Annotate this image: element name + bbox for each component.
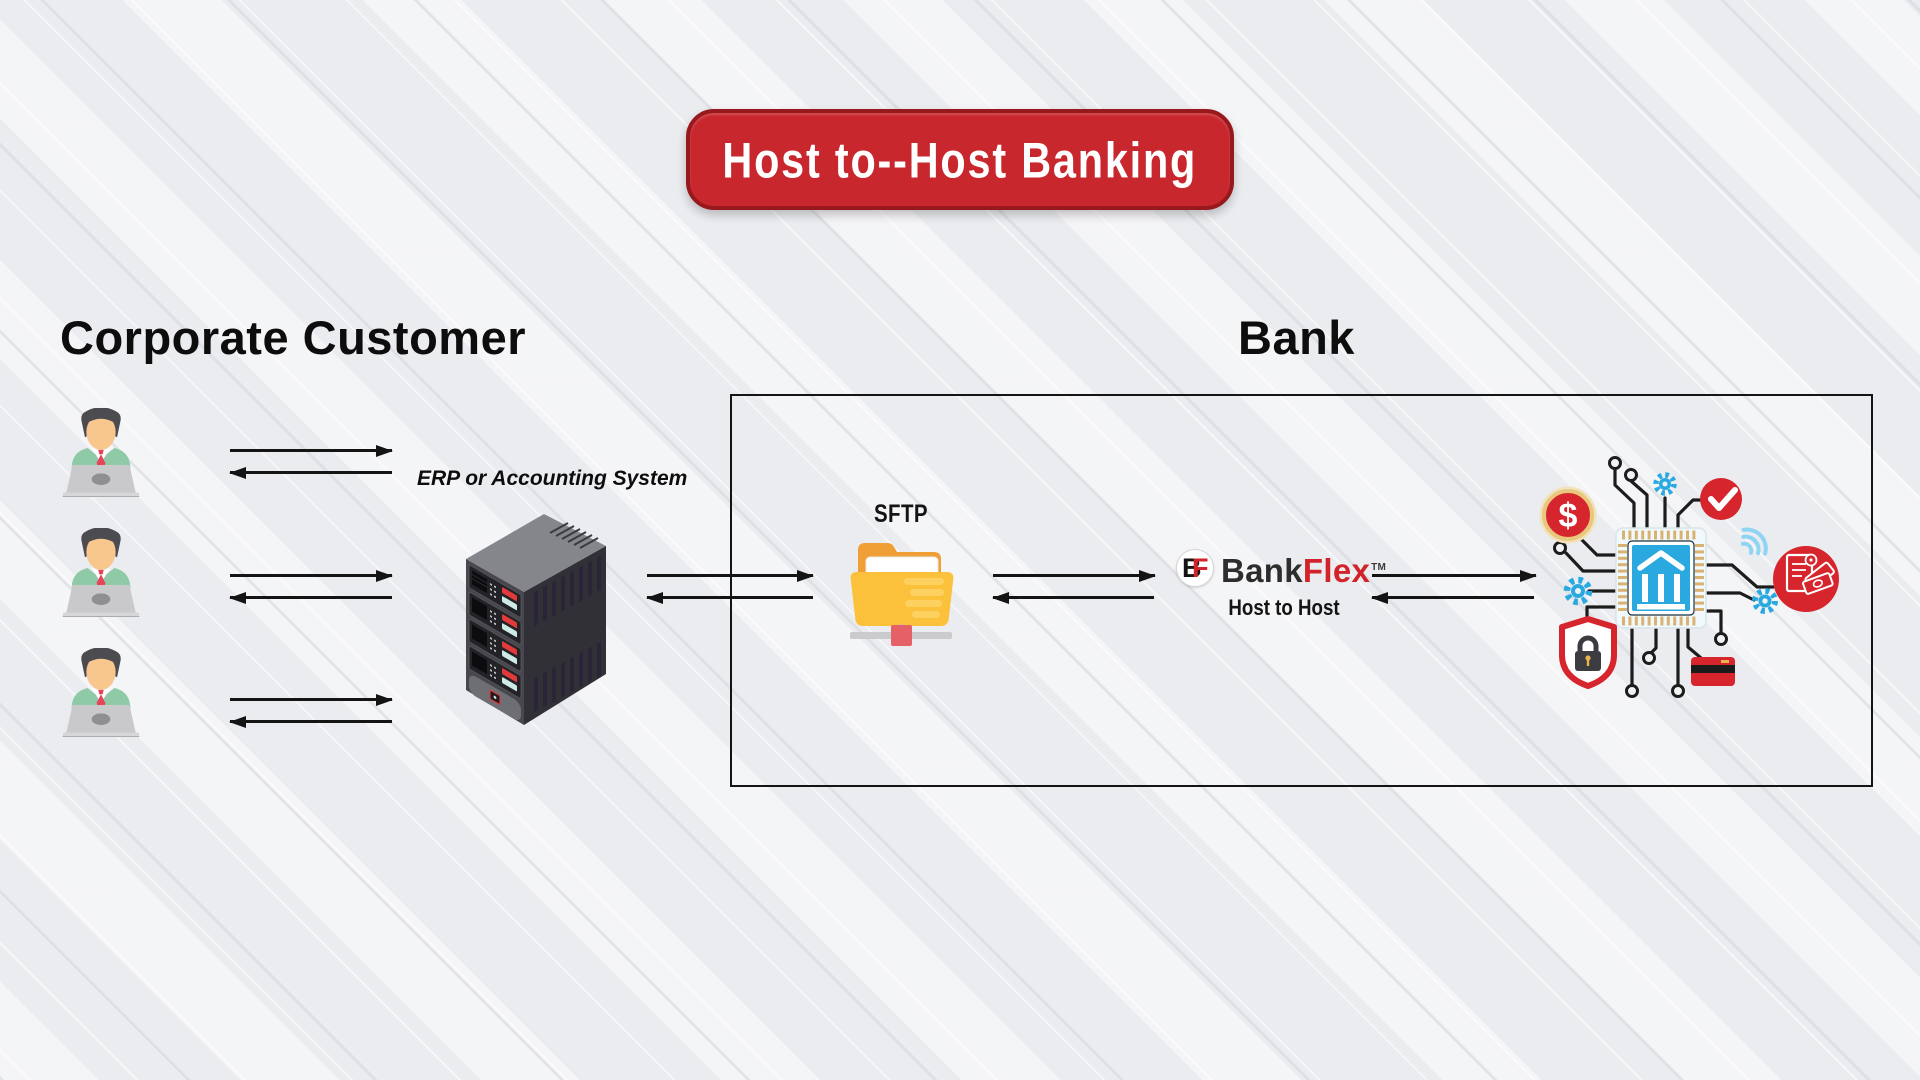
sftp-label: SFTP xyxy=(873,500,929,528)
bank-heading: Bank xyxy=(1238,311,1355,364)
sftp-folder-icon xyxy=(850,543,954,646)
corporate-customer-heading: Corporate Customer xyxy=(60,311,527,364)
arrow-left-icon xyxy=(230,471,392,474)
circuit-node-icon xyxy=(1553,456,1728,698)
arrow-left-icon xyxy=(230,720,392,723)
arrow-right-icon xyxy=(647,574,813,577)
bankflex-logo: B F BankFlexTM xyxy=(1176,549,1386,590)
bankflex-wordmark: BankFlexTM xyxy=(1221,549,1386,590)
trademark-label: TM xyxy=(1371,562,1387,573)
arrow-right-icon xyxy=(230,574,392,577)
host-to-host-label: Host to Host xyxy=(1228,595,1340,620)
corporate-user-icon xyxy=(62,408,140,497)
arrow-left-icon xyxy=(1372,596,1534,599)
corporate-user-icon xyxy=(62,648,140,737)
monogram-f: F xyxy=(1192,553,1209,583)
credit-card-icon xyxy=(1691,657,1735,686)
bank-boundary-box xyxy=(730,394,1873,787)
arrow-right-icon xyxy=(230,449,392,452)
arrow-left-icon xyxy=(993,596,1154,599)
contactless-waves-icon xyxy=(1740,527,1768,556)
digital-banking-cluster-icon: $ xyxy=(1539,456,1839,698)
shield-lock-icon xyxy=(1559,616,1617,689)
erp-server-icon xyxy=(466,514,606,725)
bankflex-logo-icon: B F xyxy=(1176,549,1214,587)
bank-building-icon xyxy=(1637,550,1685,571)
arrow-left-icon xyxy=(647,596,813,599)
svg-text:$: $ xyxy=(1559,497,1578,535)
bankflex-word-bank: Bank xyxy=(1221,552,1303,589)
erp-label: ERP or Accounting System xyxy=(417,467,688,490)
arrow-left-icon xyxy=(230,596,392,599)
gear-icon xyxy=(1752,588,1778,614)
bankflex-word-flex: Flex xyxy=(1302,552,1371,589)
network-link-icon xyxy=(850,624,952,646)
arrow-right-icon xyxy=(993,574,1155,577)
page-title: Host to--Host Banking xyxy=(722,131,1198,188)
gear-icon xyxy=(1653,472,1677,496)
dollar-coin-icon: $ xyxy=(1539,486,1597,544)
circuit-traces xyxy=(1564,467,1775,687)
corporate-user-icon xyxy=(62,528,140,617)
check-badge-icon xyxy=(1700,478,1742,520)
title-banner: Host to--Host Banking xyxy=(686,109,1234,210)
monogram-b: B xyxy=(1182,553,1202,583)
gear-icon xyxy=(1563,576,1593,606)
bank-chip-icon xyxy=(1615,527,1707,629)
invoice-money-icon xyxy=(1773,546,1839,612)
arrow-right-icon xyxy=(1372,574,1536,577)
arrow-right-icon xyxy=(230,698,392,701)
